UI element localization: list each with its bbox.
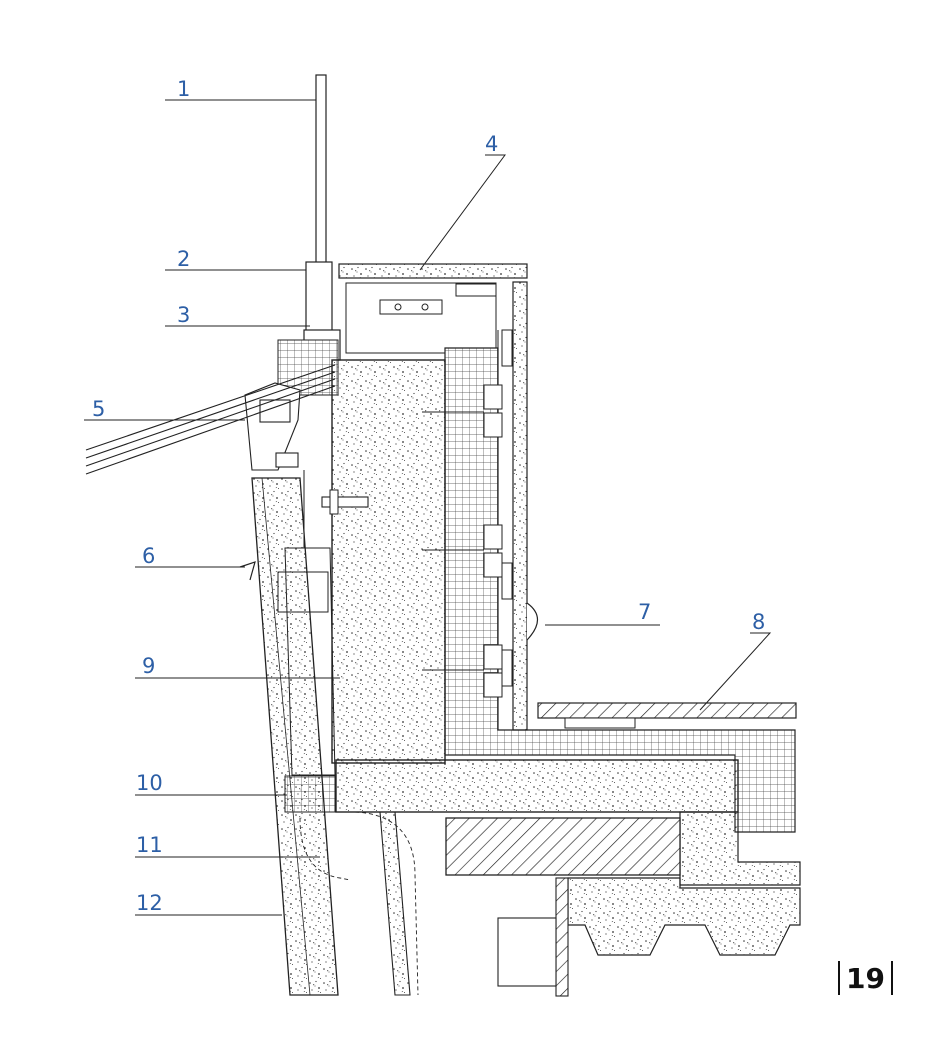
hatched-wall: [555, 877, 569, 997]
page-number-bar-right: [890, 961, 893, 995]
inclined-column: [251, 477, 339, 996]
callout-1: 1: [177, 77, 190, 101]
main-block: [331, 359, 446, 764]
callout-6: 6: [142, 544, 155, 568]
inclined-glazing: [85, 364, 336, 475]
top-coping: [338, 263, 528, 279]
callout-4: 4: [485, 132, 498, 156]
seal-bump: [526, 602, 539, 641]
callout-5: 5: [92, 397, 105, 421]
inner-column: [379, 811, 411, 996]
cladding-strip: [512, 281, 528, 731]
callout-11: 11: [136, 833, 163, 857]
lower-deck: [567, 877, 801, 956]
callout-10: 10: [136, 771, 163, 795]
window-frame-joint: [244, 382, 301, 471]
callout-7: 7: [638, 600, 651, 624]
wall-brackets: [422, 329, 513, 698]
hatched-beam: [445, 817, 681, 876]
page-number-text: 19: [846, 961, 885, 995]
callout-8: 8: [752, 610, 765, 634]
page-number: 19: [838, 960, 893, 996]
callout-3: 3: [177, 303, 190, 327]
duct: [299, 811, 419, 996]
drip-flashing: [239, 561, 256, 581]
callout-2: 2: [177, 247, 190, 271]
floor-slab: [335, 759, 739, 813]
leader-lines: [84, 99, 772, 916]
anchor-bolt: [321, 496, 369, 508]
page-number-bar-left: [838, 961, 840, 995]
callout-9: 9: [142, 654, 155, 678]
column-box: [497, 917, 557, 987]
callout-12: 12: [136, 891, 163, 915]
top-clip-box: [345, 282, 497, 354]
glass-panel: [303, 74, 341, 361]
column-frame: [277, 470, 336, 776]
hatched-slab-top: [537, 702, 797, 719]
